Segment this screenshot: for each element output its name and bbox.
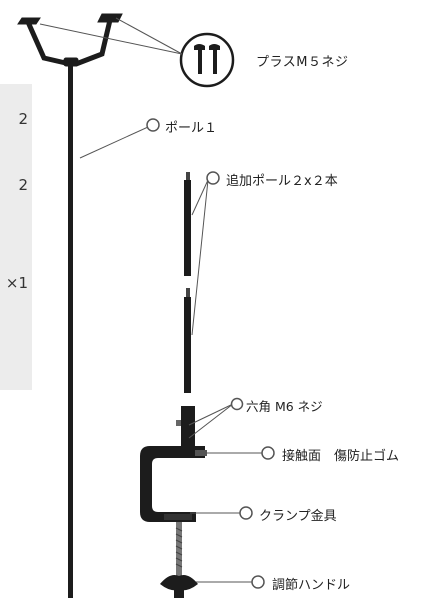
main-pole — [68, 64, 73, 598]
c-clamp — [140, 446, 207, 522]
extra-pole-marker — [206, 171, 220, 185]
hex-screw-marker — [230, 397, 244, 411]
screw-icon — [179, 32, 235, 88]
handle-marker — [251, 575, 265, 589]
pole1-marker — [146, 118, 160, 132]
contact-surface-label: 接触面 傷防止ゴム — [282, 449, 400, 464]
clamp-marker — [239, 506, 253, 520]
side-panel-text-1: 2 — [18, 110, 28, 128]
extra-pole-lower — [184, 288, 191, 393]
leader-dots — [146, 118, 275, 589]
hex-screw-label: 六角 M6 ネジ — [246, 399, 323, 414]
extra-pole-upper — [184, 172, 191, 276]
screw-label: プラスM５ネジ — [256, 55, 349, 70]
handle-label: 調節ハンドル — [272, 578, 351, 593]
side-panel-text-3: ×1 — [5, 274, 28, 292]
pole1-label: ポール１ — [165, 121, 218, 136]
side-panel-text-2: 2 — [18, 176, 28, 194]
leader-lines — [39, 17, 262, 583]
top-holder — [17, 13, 123, 67]
hex-coupling — [176, 406, 195, 448]
clamp-screw — [160, 522, 198, 598]
extra-pole-label: 追加ポール２x２本 — [226, 174, 338, 189]
contact-surface-marker — [261, 446, 275, 460]
clamp-label: クランプ金具 — [259, 509, 337, 524]
side-panel: 2 2 ×1 — [0, 84, 32, 390]
